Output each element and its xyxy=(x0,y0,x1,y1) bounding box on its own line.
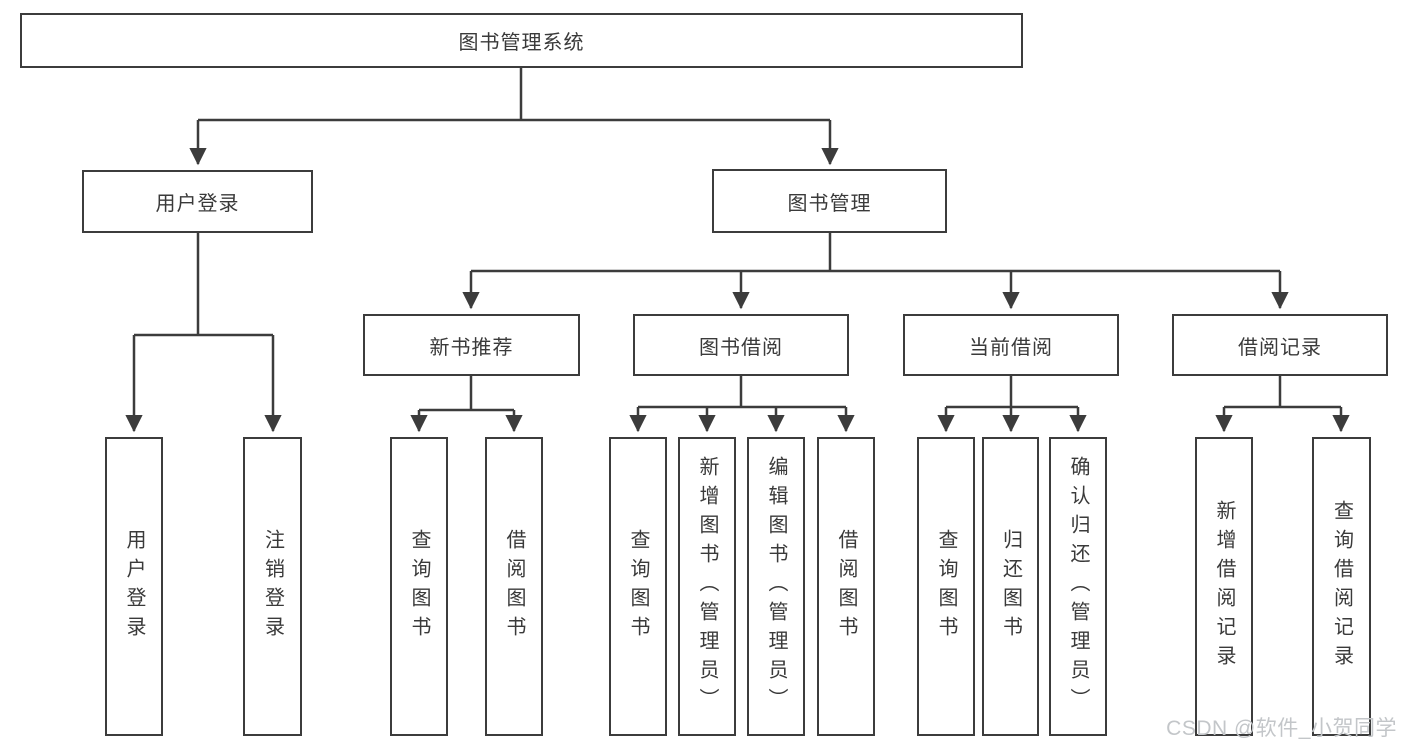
leaf-query-books-current: 查询图书 xyxy=(917,437,975,736)
node-user-login-label: 用户登录 xyxy=(155,193,240,215)
leaf-borrow-books-recommend: 借阅图书 xyxy=(485,437,543,736)
leaf-query-books-borrow: 查询图书 xyxy=(609,437,667,736)
node-current-borrowing: 当前借阅 xyxy=(903,314,1119,376)
leaf-confirm-return-admin-label: 确认归还（管理员） xyxy=(1067,456,1089,717)
node-root-label: 图书管理系统 xyxy=(458,32,585,54)
node-root: 图书管理系统 xyxy=(20,13,1023,68)
leaf-query-books-recommend-label: 查询图书 xyxy=(408,528,430,645)
leaf-query-books-borrow-label: 查询图书 xyxy=(627,528,649,645)
leaf-user-login-label: 用户登录 xyxy=(123,528,145,645)
leaf-add-book-admin: 新增图书（管理员） xyxy=(678,437,736,736)
leaf-logout: 注销登录 xyxy=(243,437,302,736)
leaf-query-borrow-record-label: 查询借阅记录 xyxy=(1330,499,1353,674)
leaf-return-books-label: 归还图书 xyxy=(999,528,1022,645)
leaf-add-book-admin-label: 新增图书（管理员） xyxy=(696,456,718,717)
node-user-login: 用户登录 xyxy=(82,170,313,233)
leaf-return-books: 归还图书 xyxy=(982,437,1039,736)
leaf-logout-label: 注销登录 xyxy=(261,528,284,645)
leaf-borrow-books: 借阅图书 xyxy=(817,437,875,736)
leaf-borrow-books-recommend-label: 借阅图书 xyxy=(503,528,525,645)
node-borrowing-records: 借阅记录 xyxy=(1172,314,1388,376)
leaf-query-borrow-record: 查询借阅记录 xyxy=(1312,437,1371,736)
leaf-edit-book-admin: 编辑图书（管理员） xyxy=(747,437,805,736)
leaf-query-books-recommend: 查询图书 xyxy=(390,437,448,736)
node-borrowing-records-label: 借阅记录 xyxy=(1238,336,1322,359)
node-book-management: 图书管理 xyxy=(712,169,947,233)
leaf-edit-book-admin-label: 编辑图书（管理员） xyxy=(765,456,787,717)
node-book-borrowing-label: 图书借阅 xyxy=(699,336,783,359)
leaf-add-borrow-record-label: 新增借阅记录 xyxy=(1213,499,1235,674)
node-new-book-recommend-label: 新书推荐 xyxy=(429,336,514,359)
leaf-borrow-books-label: 借阅图书 xyxy=(835,528,857,645)
leaf-add-borrow-record: 新增借阅记录 xyxy=(1195,437,1253,736)
node-new-book-recommend: 新书推荐 xyxy=(363,314,580,376)
leaf-confirm-return-admin: 确认归还（管理员） xyxy=(1049,437,1107,736)
node-book-borrowing: 图书借阅 xyxy=(633,314,849,376)
leaf-query-books-current-label: 查询图书 xyxy=(935,528,957,645)
node-current-borrowing-label: 当前借阅 xyxy=(969,336,1053,359)
csdn-watermark: CSDN @软件_小贺同学 xyxy=(1166,717,1397,740)
node-book-management-label: 图书管理 xyxy=(787,192,872,215)
leaf-user-login: 用户登录 xyxy=(105,437,163,736)
